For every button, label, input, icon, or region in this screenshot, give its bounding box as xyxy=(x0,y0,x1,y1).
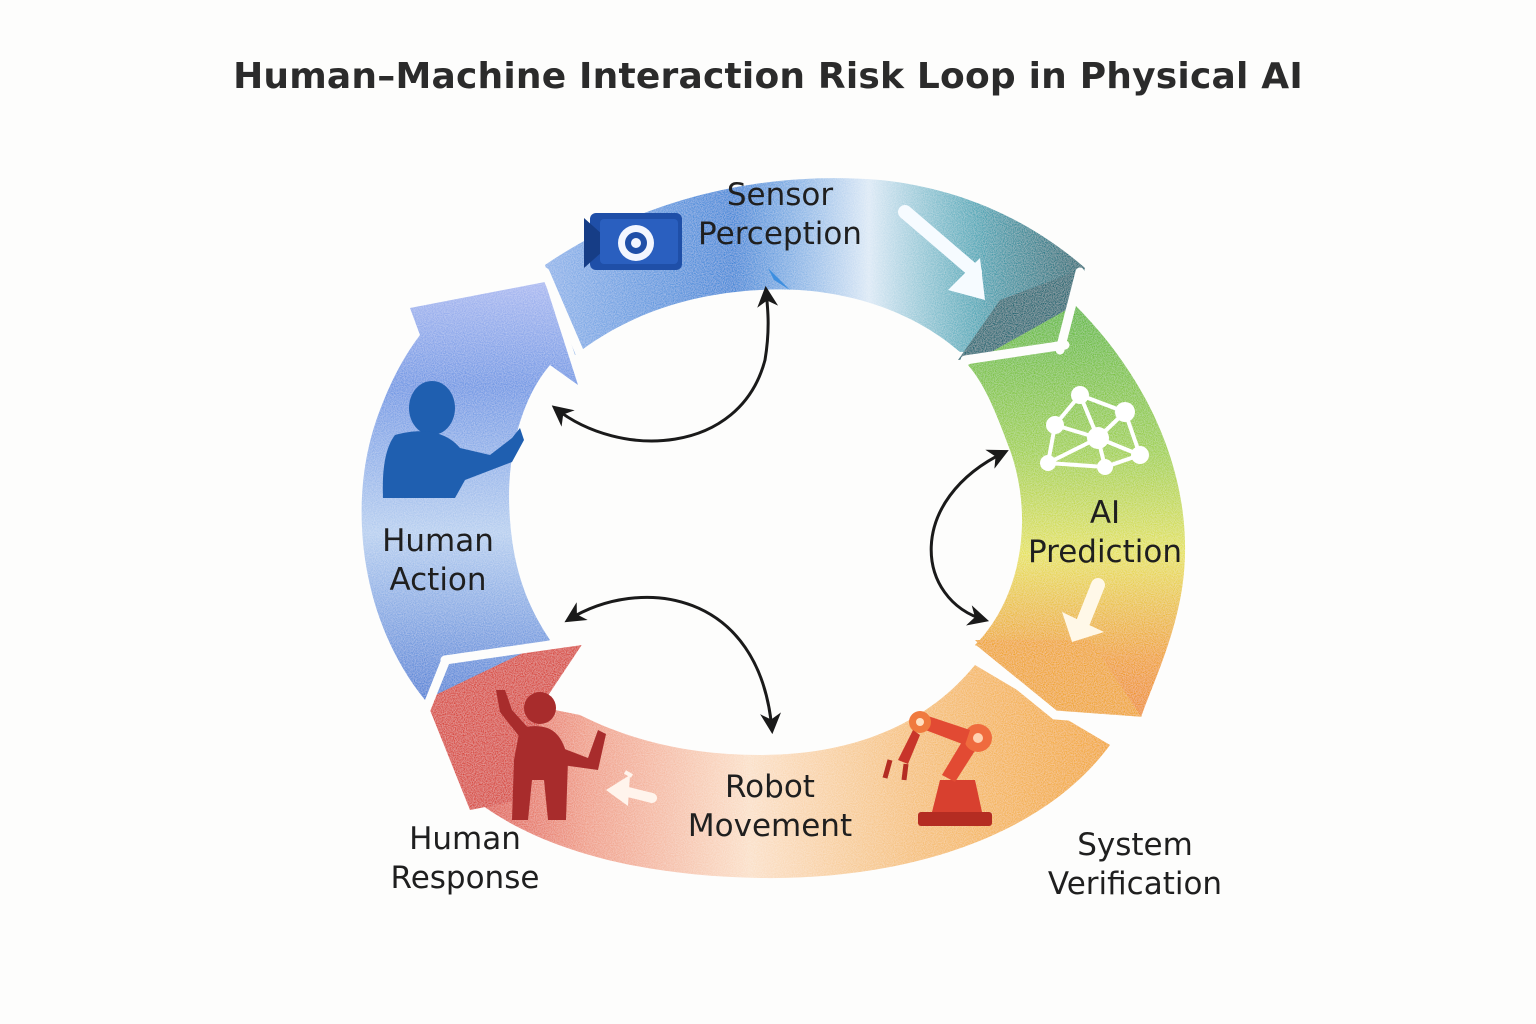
page-title: Human–Machine Interaction Risk Loop in P… xyxy=(233,56,1303,97)
interaction-arrow-sensor-human xyxy=(551,285,779,443)
flow-arrow-right xyxy=(1062,578,1105,642)
camera-icon xyxy=(584,213,790,290)
stage-label-line: Human xyxy=(382,523,494,559)
stage-label-line: Robot xyxy=(725,769,815,805)
stage-label-robot-movement: Robot Movement xyxy=(660,768,880,846)
stage-label-system-verification: System Verification xyxy=(1020,826,1250,904)
stage-label-line: AI xyxy=(1089,495,1121,531)
stage-label-line: Prediction xyxy=(1027,534,1182,570)
stage-label-line: Action xyxy=(389,562,487,598)
ring-arrowhead-human-action xyxy=(430,640,585,810)
startled-person-icon xyxy=(496,690,606,820)
stage-label-line: Perception xyxy=(698,216,862,252)
neural-network-nodes xyxy=(1040,386,1149,475)
stage-label-line: Sensor xyxy=(726,177,834,213)
stage-label-line: Verification xyxy=(1047,866,1223,902)
stage-label-ai-prediction: AI Prediction xyxy=(1000,494,1210,572)
flow-arrow-bottom xyxy=(606,770,657,806)
robot-arm-icon xyxy=(882,711,992,826)
flow-arrow-top xyxy=(898,205,985,300)
stage-label-line: Response xyxy=(390,860,540,896)
ring-segment-human-action xyxy=(361,282,578,700)
stage-label-human-response: Human Response xyxy=(365,820,565,898)
interaction-arrow-ai-loop xyxy=(929,449,1009,626)
stage-label-line: Movement xyxy=(687,808,853,844)
interaction-arrow-robot-human xyxy=(564,595,782,735)
stage-label-line: Human xyxy=(409,821,521,857)
stage-label-line: System xyxy=(1077,827,1193,863)
stage-label-sensor-perception: Sensor Perception xyxy=(680,176,880,254)
gesturing-person-icon xyxy=(382,381,524,498)
stage-label-human-action: Human Action xyxy=(348,522,528,600)
ring-arrowhead-system xyxy=(975,640,1145,722)
